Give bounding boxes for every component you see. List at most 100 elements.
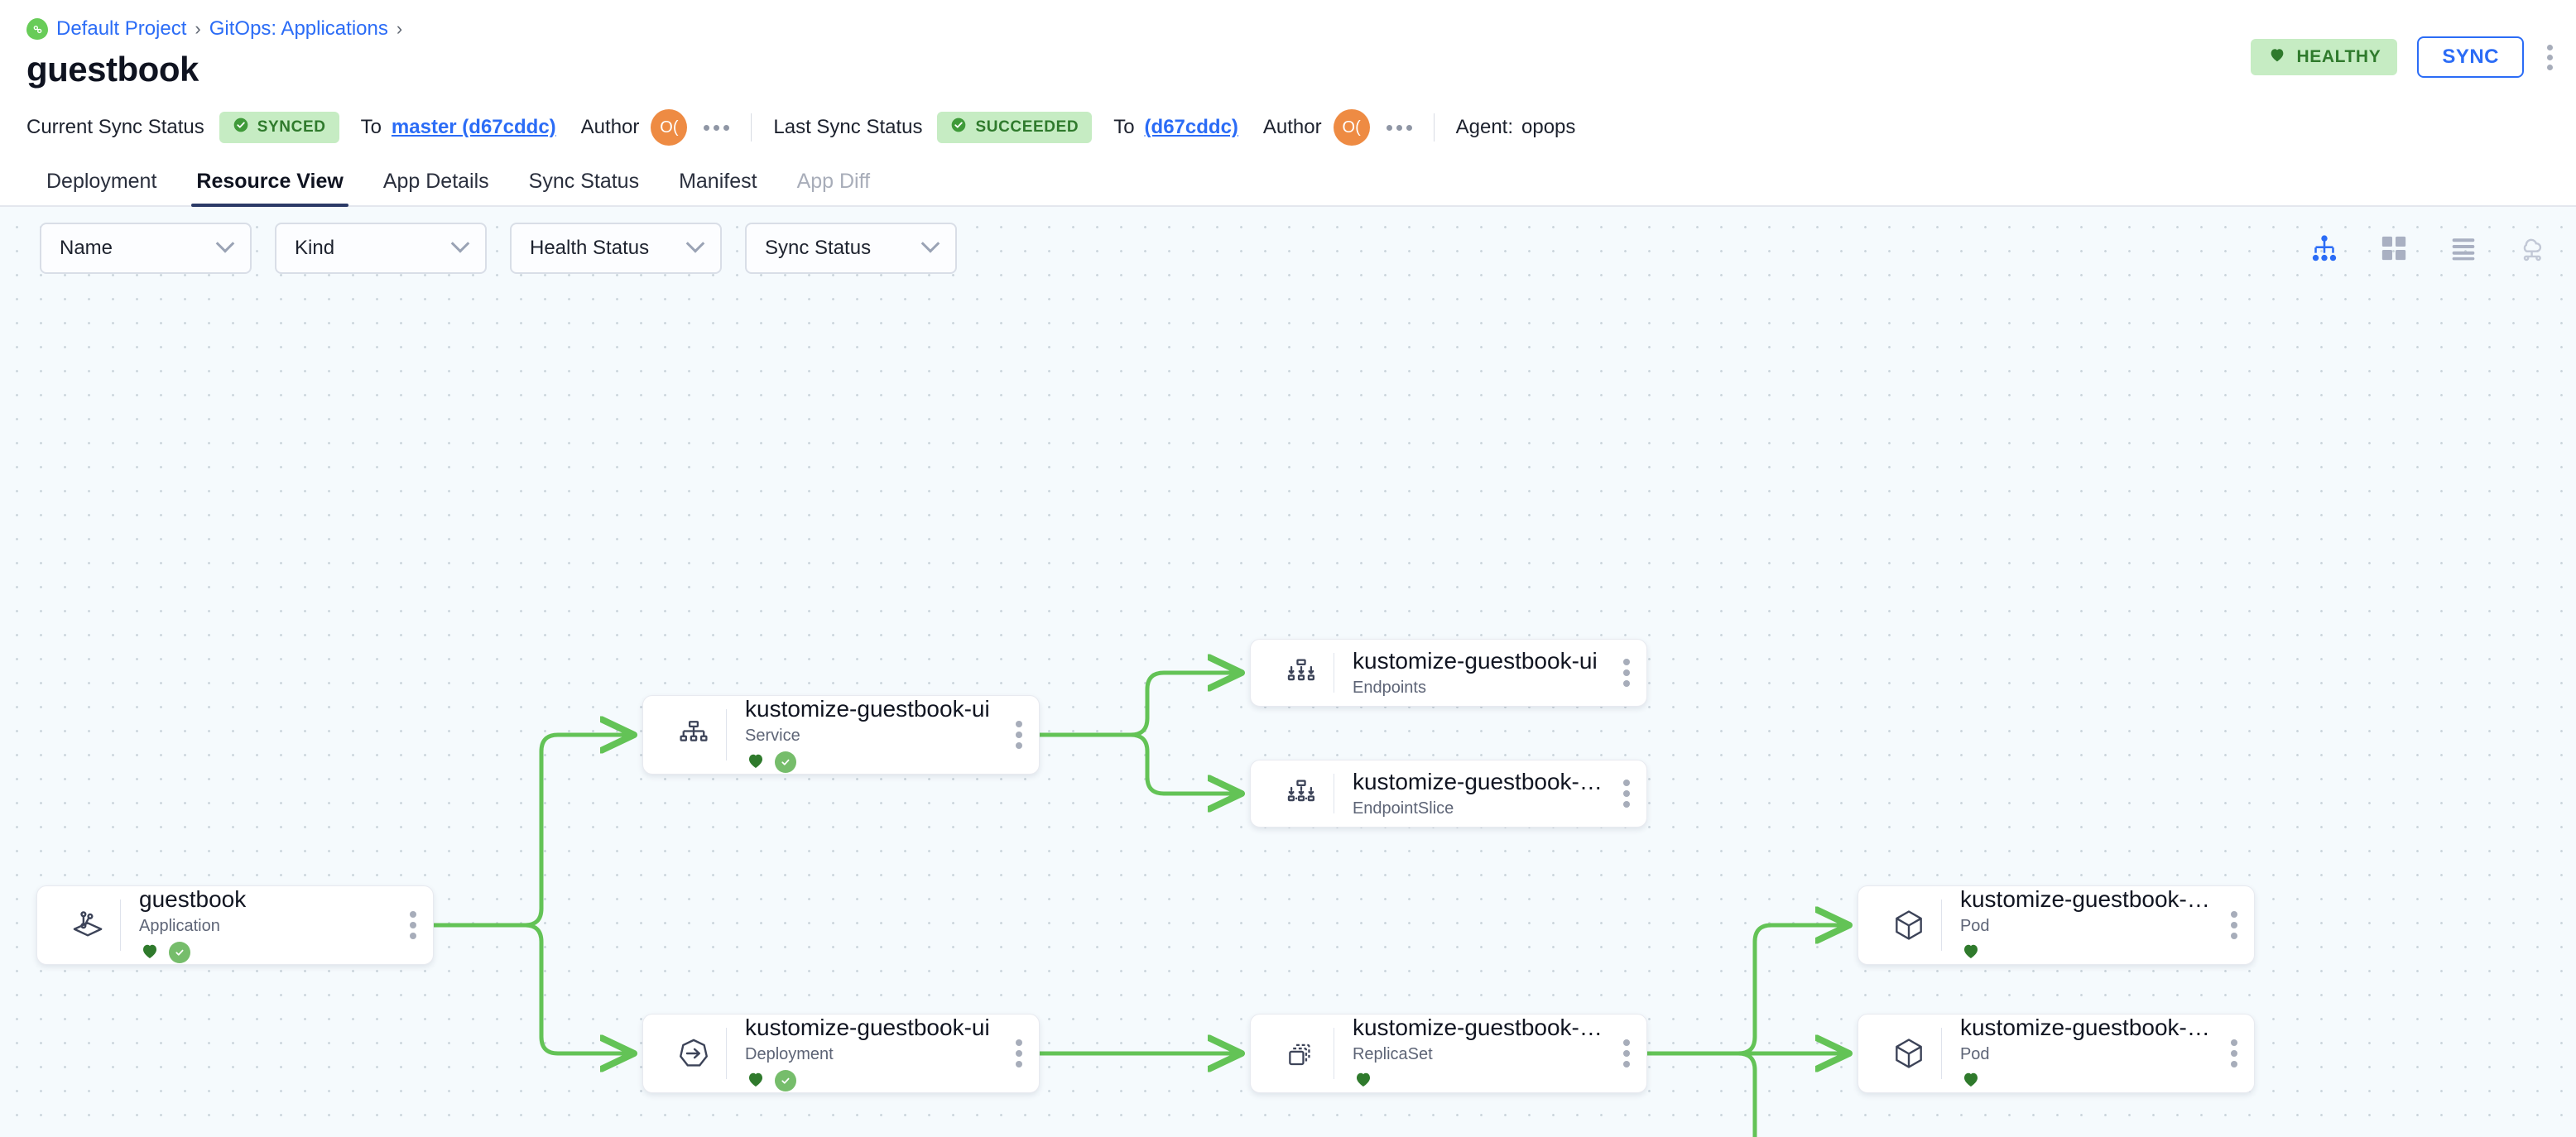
health-heart-icon xyxy=(1960,941,1982,964)
tab-resource-view[interactable]: Resource View xyxy=(176,170,363,207)
tab-sync-status[interactable]: Sync Status xyxy=(528,170,640,193)
page-title: guestbook xyxy=(26,50,199,89)
list-view-icon[interactable] xyxy=(2447,232,2480,265)
last-sync-status-label: Last Sync Status xyxy=(773,116,923,138)
node-menu-icon[interactable] xyxy=(2223,911,2254,939)
health-status-badge: HEALTHY xyxy=(2250,39,2398,75)
node-badges xyxy=(745,751,1007,774)
node-title: kustomize-guestbook-ui xyxy=(745,696,990,722)
node-badges xyxy=(745,1069,1007,1092)
node-body: kustomize-guestbook-ui-... ReplicaSet xyxy=(1334,1015,1615,1091)
last-revision-link[interactable]: (d67cddc) xyxy=(1144,116,1238,138)
node-body: kustomize-guestbook-ui-... Pod xyxy=(1942,886,2223,963)
graph-node-application[interactable]: guestbook Application xyxy=(36,885,434,965)
pod-icon xyxy=(1882,907,1936,943)
tab-app-details[interactable]: App Details xyxy=(382,170,489,193)
node-divider xyxy=(1941,1028,1942,1079)
filter-health-status[interactable]: Health Status xyxy=(510,223,722,274)
last-author-more-icon[interactable] xyxy=(1386,124,1412,131)
filter-sync-status[interactable]: Sync Status xyxy=(745,223,957,274)
node-menu-icon[interactable] xyxy=(1007,721,1039,749)
argo-logo-icon xyxy=(26,18,48,40)
node-title: guestbook xyxy=(139,886,247,913)
health-heart-icon xyxy=(1353,1069,1374,1092)
health-heart-icon xyxy=(1960,1069,1982,1092)
sync-button[interactable]: SYNC xyxy=(2417,36,2524,78)
node-menu-icon[interactable] xyxy=(1615,659,1646,687)
agent-value: opops xyxy=(1521,116,1576,138)
current-to-label: To xyxy=(360,116,382,138)
filter-sync-status-label: Sync Status xyxy=(765,237,872,259)
view-toggle-group xyxy=(2308,232,2550,265)
filter-name[interactable]: Name xyxy=(40,223,252,274)
status-divider-1 xyxy=(751,113,752,142)
node-menu-icon[interactable] xyxy=(2223,1039,2254,1067)
last-sync-status-badge: SUCCEEDED xyxy=(937,112,1093,143)
agent-info: Agent: opops xyxy=(1456,116,1576,139)
breadcrumb-link-gitops-applications[interactable]: GitOps: Applications xyxy=(209,17,388,40)
tab-deployment[interactable]: Deployment xyxy=(46,170,157,193)
edge-service-to-endpointslice xyxy=(1037,732,1237,794)
health-heart-icon xyxy=(139,941,161,964)
graph-node-endpointslice[interactable]: kustomize-guestbook-ui-... EndpointSlice xyxy=(1250,760,1647,828)
edge-replicaset-to-pod-1 xyxy=(1645,925,1844,1056)
node-kind: Endpoints xyxy=(1353,678,1426,697)
node-menu-icon[interactable] xyxy=(401,911,433,939)
graph-area: guestbook Application xyxy=(0,207,2576,1137)
node-menu-icon[interactable] xyxy=(1007,1039,1039,1067)
last-to-label: To xyxy=(1113,116,1135,138)
resource-graph-canvas: Name Kind Health Status Sync Status xyxy=(0,207,2576,1137)
breadcrumb-link-default-project[interactable]: Default Project xyxy=(56,17,187,40)
edge-replicaset-to-pod-3 xyxy=(1645,1051,1757,1137)
filter-kind[interactable]: Kind xyxy=(275,223,487,274)
current-author-avatar[interactable]: O( xyxy=(651,109,688,146)
current-sync-status-badge: SYNCED xyxy=(219,112,339,143)
grid-view-icon[interactable] xyxy=(2377,232,2410,265)
last-sync-status-text: SUCCEEDED xyxy=(975,118,1079,136)
node-divider xyxy=(726,709,727,760)
node-body: kustomize-guestbook-ui-... EndpointSlice xyxy=(1334,769,1615,818)
node-kind: Pod xyxy=(1959,1044,1990,1063)
filter-kind-label: Kind xyxy=(295,237,335,259)
node-divider xyxy=(726,1028,727,1079)
graph-node-pod-2[interactable]: kustomize-guestbook-ui-... Pod xyxy=(1858,1014,2255,1093)
graph-node-pod-1[interactable]: kustomize-guestbook-ui-... Pod xyxy=(1858,885,2255,965)
node-menu-icon[interactable] xyxy=(1615,780,1646,808)
check-circle-icon xyxy=(950,117,967,138)
last-author-avatar[interactable]: O( xyxy=(1333,109,1370,146)
current-author-label: Author xyxy=(580,116,640,138)
current-author-more-icon[interactable] xyxy=(704,124,730,131)
tab-manifest[interactable]: Manifest xyxy=(679,170,757,193)
agent-label: Agent: xyxy=(1455,116,1514,138)
node-title: kustomize-guestbook-ui-... xyxy=(1959,1015,2223,1041)
filter-bar: Name Kind Health Status Sync Status xyxy=(0,207,2576,290)
last-author-label: Author xyxy=(1262,116,1322,138)
graph-node-deployment[interactable]: kustomize-guestbook-ui Deployment xyxy=(642,1014,1040,1093)
pod-icon xyxy=(1882,1035,1936,1072)
heart-icon xyxy=(2267,46,2287,69)
node-kind: Pod xyxy=(1959,916,1990,935)
deployment-icon xyxy=(666,1035,721,1072)
tab-bar: Deployment Resource View App Details Syn… xyxy=(0,154,2576,207)
health-heart-icon xyxy=(745,1069,767,1092)
health-status-label: HEALTHY xyxy=(2296,47,2381,66)
graph-node-endpoints[interactable]: kustomize-guestbook-ui Endpoints xyxy=(1250,639,1647,707)
current-revision-link[interactable]: master (d67cddc) xyxy=(391,116,556,138)
tree-view-icon[interactable] xyxy=(2308,232,2341,265)
graph-node-service[interactable]: kustomize-guestbook-ui Service xyxy=(642,695,1040,775)
node-body: kustomize-guestbook-ui-... Pod xyxy=(1942,1015,2223,1091)
node-menu-icon[interactable] xyxy=(1615,1039,1646,1067)
replicaset-icon xyxy=(1274,1036,1329,1071)
node-kind: Service xyxy=(745,726,800,745)
graph-node-replicaset[interactable]: kustomize-guestbook-ui-... ReplicaSet xyxy=(1250,1014,1647,1093)
current-sync-status-label: Current Sync Status xyxy=(26,116,204,138)
node-kind: Application xyxy=(139,916,220,935)
check-circle-icon xyxy=(233,117,249,138)
service-icon xyxy=(666,717,721,752)
node-body: kustomize-guestbook-ui Endpoints xyxy=(1334,648,1615,697)
network-view-icon[interactable] xyxy=(2516,232,2550,265)
kebab-menu-icon[interactable] xyxy=(2544,41,2556,74)
node-title: kustomize-guestbook-ui xyxy=(1353,648,1598,674)
node-title: kustomize-guestbook-ui xyxy=(745,1015,990,1041)
node-badges xyxy=(1960,1069,2223,1092)
